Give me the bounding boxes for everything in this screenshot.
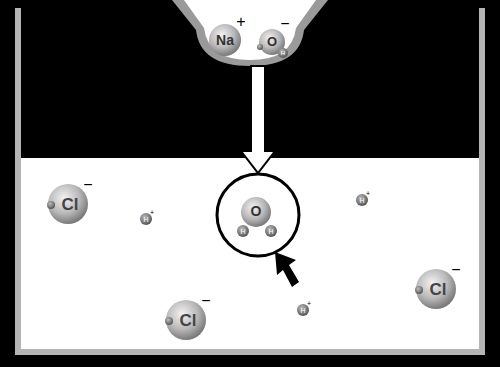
dropper-tip-outline [172,0,328,66]
flow-arrow [241,66,275,173]
beaker-bottom [15,349,485,355]
ion-charge: + [236,14,245,30]
ion-symbol: Cl [430,281,447,298]
ion-charge: + [307,300,311,307]
reaction-circle: O H H [214,171,302,259]
atom-symbol: O [251,204,262,218]
dropper-tip: Na+ O− H [172,0,328,66]
atom-symbol: H [359,197,364,204]
atom-symbol: H [143,216,148,223]
ion-charge: − [451,262,460,278]
ion-charge: + [150,209,154,216]
pointer-arrow [275,252,299,287]
ion-symbol: Na [216,33,234,47]
chloride-ions [47,184,456,340]
ion-charge: − [280,16,289,32]
beaker-wall [15,8,21,355]
atom-symbol: H [268,228,273,235]
ion-symbol: Cl [62,196,79,213]
ion-charge: − [201,293,210,309]
ion-symbol: Cl [180,312,197,329]
atom-symbol: H [281,50,285,56]
ion-charge: − [83,177,92,193]
atom-symbol: H [240,228,245,235]
ion-symbol: O [267,35,277,48]
solution [20,158,480,351]
atom-symbol: H [300,307,305,314]
beaker-wall [479,8,485,355]
ion-charge: + [366,190,370,197]
